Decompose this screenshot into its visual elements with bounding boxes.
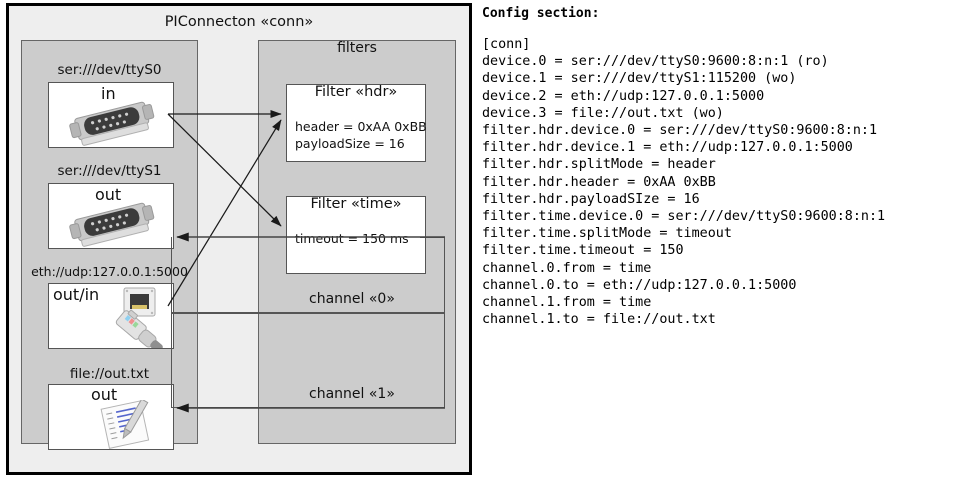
config-line: channel.0.to = eth://udp:127.0.0.1:5000 <box>482 277 797 293</box>
filter-time-attr-0: timeout = 150 ms <box>295 231 409 246</box>
config-line: filter.hdr.device.0 = ser:///dev/ttyS0:9… <box>482 123 878 139</box>
diagram-title: PIConnecton «conn» <box>164 14 314 30</box>
config-line: channel.1.from = time <box>482 295 652 311</box>
config-line: filter.hdr.splitMode = header <box>482 157 716 173</box>
channel-0-label: channel «0» <box>309 291 395 307</box>
connector-diagram: PIConnecton «conn» ser:///dev/ttyS0 in s… <box>6 3 472 475</box>
config-line: device.0 = ser:///dev/ttyS0:9600:8:n:1 (… <box>482 54 829 70</box>
channel-0-frame <box>171 237 445 313</box>
config-heading: Config section: <box>482 6 600 21</box>
config-line: filter.time.splitMode = timeout <box>482 226 732 242</box>
serial-port-icon-0 <box>69 101 155 146</box>
channel-1-label: channel «1» <box>309 386 395 402</box>
config-line: [conn] <box>482 37 531 52</box>
channel-0-frame-top <box>420 237 445 239</box>
config-line: filter.time.timeout = 150 <box>482 243 684 259</box>
config-line: filter.time.device.0 = ser:///dev/ttyS0:… <box>482 209 886 225</box>
filter-hdr-attr-1: payloadSize = 16 <box>295 136 405 151</box>
config-line: filter.hdr.payloadSIze = 16 <box>482 191 700 207</box>
config-section: Config section: [conn] device.0 = ser:///… <box>482 6 958 328</box>
device-label-file: file://out.txt <box>69 366 150 382</box>
serial-port-icon-1 <box>69 202 155 247</box>
config-line: filter.hdr.header = 0xAA 0xBB <box>482 174 716 190</box>
channel-1-frame <box>171 313 445 408</box>
filter-time-title: Filter «time» <box>310 196 402 212</box>
config-line: channel.0.from = time <box>482 260 652 276</box>
device-caption-ttyS0: in <box>101 84 116 103</box>
device-caption-file: out <box>91 385 118 404</box>
filter-hdr-title: Filter «hdr» <box>314 84 398 100</box>
ethernet-plug-icon <box>115 287 163 348</box>
config-line: device.1 = ser:///dev/ttyS1:115200 (wo) <box>482 71 797 87</box>
device-caption-eth: out/in <box>53 285 100 304</box>
device-label-eth: eth://udp:127.0.0.1:5000 <box>31 264 188 279</box>
filter-box-hdr[interactable] <box>286 84 426 162</box>
device-caption-ttyS1: out <box>95 185 122 204</box>
config-line: device.3 = file://out.txt (wo) <box>482 105 724 121</box>
config-line: device.2 = eth://udp:127.0.0.1:5000 <box>482 88 765 104</box>
text-file-icon <box>100 400 150 449</box>
config-line: filter.hdr.device.1 = eth://udp:127.0.0.… <box>482 140 853 156</box>
config-line: channel.1.to = file://out.txt <box>482 312 716 328</box>
device-label-ttyS1: ser:///dev/ttyS1 <box>57 163 162 179</box>
config-body: [conn] device.0 = ser:///dev/ttyS0:9600:8… <box>482 36 958 328</box>
filter-box-time[interactable] <box>286 196 426 274</box>
device-label-ttyS0: ser:///dev/ttyS0 <box>57 62 162 78</box>
filter-hdr-attr-0: header = 0xAA 0xBB <box>295 119 427 134</box>
filters-panel-title: filters <box>337 40 377 56</box>
